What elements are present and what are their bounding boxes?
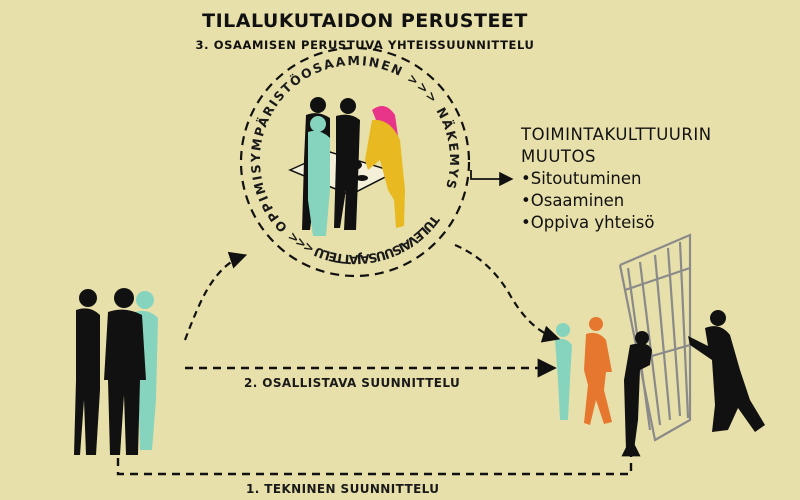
subtitle: 3. OSAAMISEN PERUSTUVA YHTEISSUUNNITTELU (195, 38, 535, 52)
right-people-illustration (555, 233, 765, 450)
participatory-planning-label: 2. OSALLISTAVA SUUNNITTELU (244, 376, 461, 390)
arrow-from-circle (454, 243, 561, 343)
arrow-to-culture-change (470, 170, 514, 187)
left-people-illustration (74, 288, 158, 455)
center-people-illustration (302, 97, 405, 236)
culture-change-block: TOIMINTAKULTTUURIN MUUTOS •Sitoutuminen … (521, 124, 712, 234)
bullet-item: •Sitoutuminen (521, 169, 642, 188)
bullet-item: •Oppiva yhteisö (521, 213, 655, 232)
page-title: TILALUKUTAIDON PERUSTEET (202, 10, 528, 32)
technical-planning-label: 1. TEKNINEN SUUNNITTELU (246, 482, 440, 496)
bullet-item: •Osaaminen (521, 191, 625, 210)
culture-heading-line2: MUUTOS (521, 147, 596, 166)
arrow-technical (116, 437, 641, 476)
culture-heading-line1: TOIMINTAKULTTUURIN (521, 125, 712, 144)
dashed-circle (239, 46, 471, 278)
arrow-to-circle (183, 251, 248, 341)
